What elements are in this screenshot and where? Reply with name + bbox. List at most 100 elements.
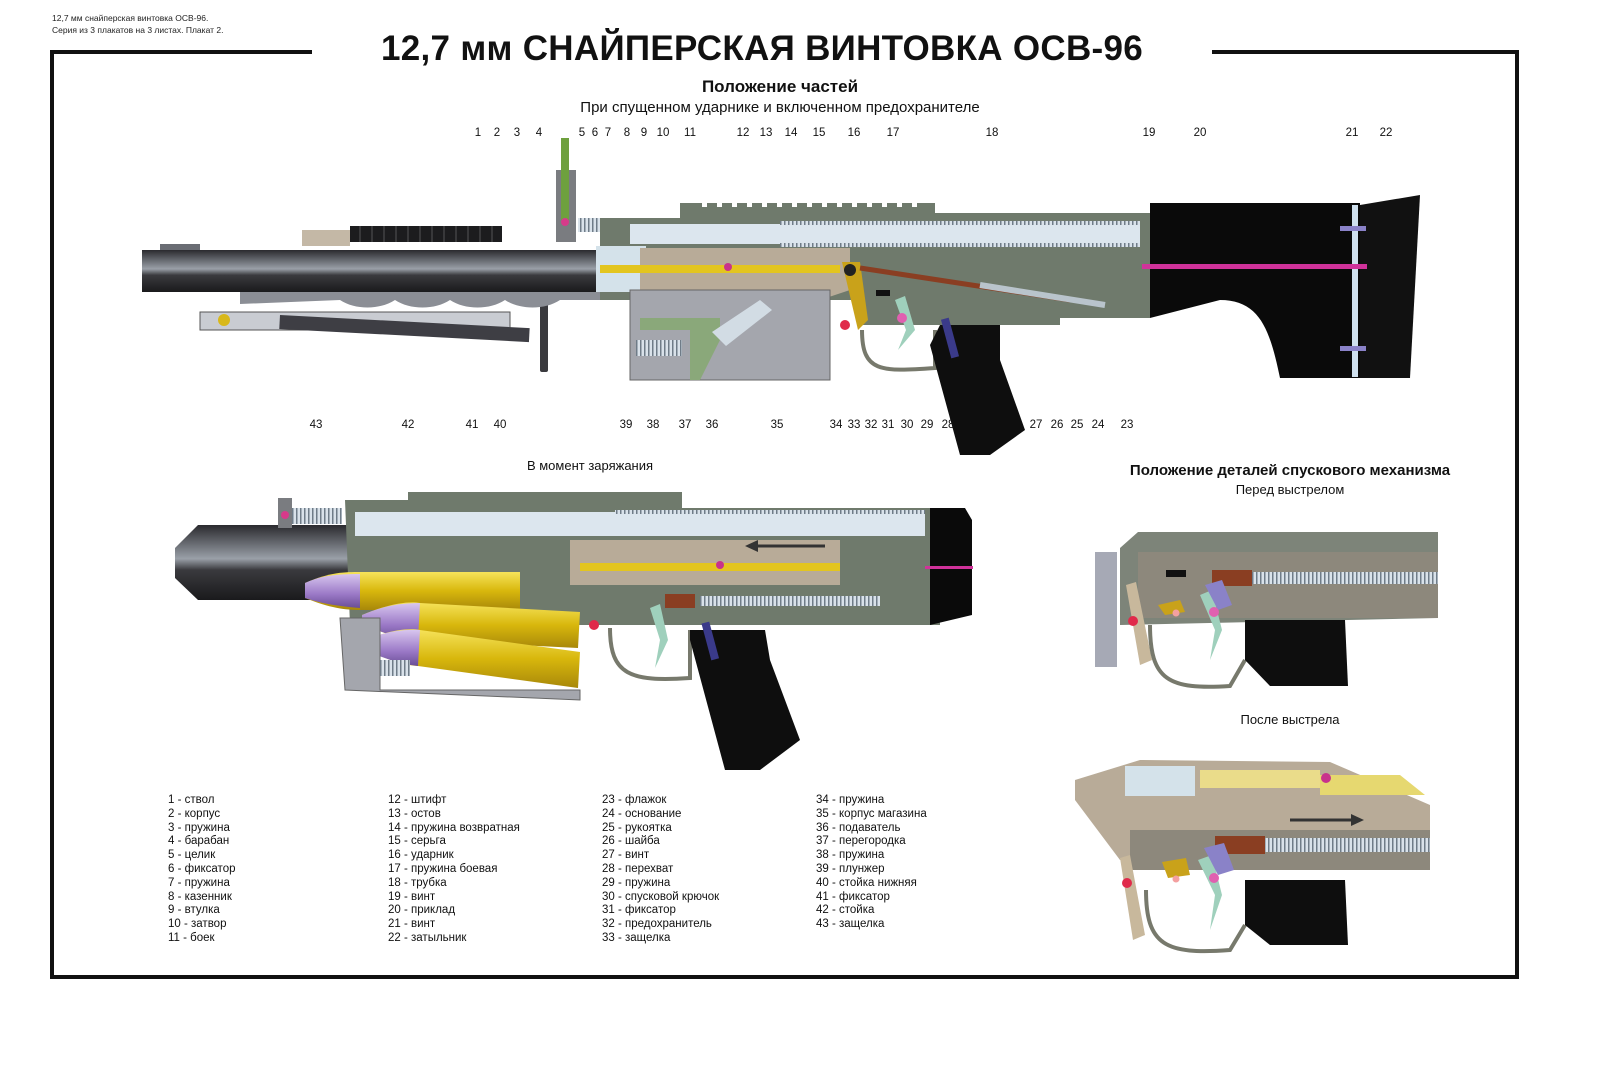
main-diagram-subheading: При спущенном ударнике и включенном пред… xyxy=(580,99,980,116)
series-note-line2: Серия из 3 плакатов на 3 листах. Плакат … xyxy=(52,25,224,35)
callout-number: 39 xyxy=(619,419,633,431)
legend-item: 33 - защелка xyxy=(602,931,671,944)
loading-barrel xyxy=(175,525,350,600)
legend-item: 37 - перегородка xyxy=(816,835,906,848)
legend-item: 15 - серьга xyxy=(388,835,446,848)
callout-number: 22 xyxy=(1379,127,1393,139)
butt-plate xyxy=(1360,195,1420,378)
loading-pistol-grip xyxy=(690,630,800,770)
legend-item: 20 - приклад xyxy=(388,904,456,917)
bolt-carrier xyxy=(640,248,850,300)
legend-item: 18 - трубка xyxy=(388,876,447,889)
legend-item: 22 - затыльник xyxy=(388,931,467,944)
legend-item: 40 - стойка нижняя xyxy=(816,876,917,889)
legend-item: 28 - перехват xyxy=(602,862,674,875)
bipod-foot xyxy=(540,298,548,372)
trigger xyxy=(895,296,915,350)
legend-item: 29 - пружина xyxy=(602,876,671,889)
series-note-line1: 12,7 мм снайперская винтовка ОСВ-96. xyxy=(52,13,209,23)
callout-number: 13 xyxy=(759,127,773,139)
front-mount xyxy=(302,230,350,246)
callout-number: 9 xyxy=(640,127,648,139)
legend-item: 23 - флажок xyxy=(602,794,667,806)
legend-item: 25 - рукоятка xyxy=(602,821,672,834)
legend-item: 43 - защелка xyxy=(816,918,885,931)
callout-number: 20 xyxy=(1193,127,1207,139)
callout-number: 12 xyxy=(736,127,750,139)
barrel-heat-shield xyxy=(350,226,502,242)
legend-item: 24 - основание xyxy=(602,807,682,820)
legend-item: 16 - ударник xyxy=(388,849,454,862)
trigger-guard xyxy=(860,329,937,372)
callout-number: 1 xyxy=(474,127,482,139)
handguard xyxy=(240,290,600,308)
callout-number: 19 xyxy=(1142,127,1156,139)
callout-number: 35 xyxy=(770,419,784,431)
loading-diagram-heading: В момент заряжания xyxy=(526,458,654,473)
callout-number: 34 xyxy=(829,419,843,431)
legend-column-2: 12 - штифт 13 - остов 14 - пружина возвр… xyxy=(388,794,520,946)
callout-number: 36 xyxy=(705,419,719,431)
legend-item: 3 - пружина xyxy=(168,821,230,834)
callout-number: 33 xyxy=(847,419,861,431)
legend-item: 12 - штифт xyxy=(388,794,447,806)
follower xyxy=(712,300,772,346)
legend-item: 41 - фиксатор xyxy=(816,890,890,903)
stock-screw xyxy=(1142,264,1367,269)
before-pistol-grip xyxy=(1245,620,1348,686)
callout-number: 32 xyxy=(864,419,878,431)
title-frame-gap xyxy=(312,40,1212,62)
callout-number: 17 xyxy=(886,127,900,139)
legend-item: 7 - пружина xyxy=(168,876,230,889)
legend-item: 19 - винт xyxy=(388,890,436,903)
legend-item: 21 - винт xyxy=(388,918,436,931)
trigger-mechanism-heading: Положение деталей спускового механизма xyxy=(1129,462,1451,479)
legend-item: 17 - пружина боевая xyxy=(388,862,498,875)
legend-item: 2 - корпус xyxy=(168,807,221,820)
callout-number: 38 xyxy=(646,419,660,431)
magazine-spring xyxy=(636,340,682,356)
trigger-after-shot-heading: После выстрела xyxy=(1240,712,1340,727)
callout-number: 11 xyxy=(684,127,696,139)
callout-number: 37 xyxy=(678,419,692,431)
legend-item: 39 - плунжер xyxy=(816,862,885,875)
callout-number: 16 xyxy=(847,127,861,139)
return-spring-channel xyxy=(630,224,1140,244)
callout-number: 5 xyxy=(578,127,586,139)
callout-number: 15 xyxy=(812,127,826,139)
callout-number: 42 xyxy=(401,419,415,431)
trigger-after-diagram xyxy=(1075,760,1430,954)
callout-number: 43 xyxy=(309,419,323,431)
legend-item: 35 - корпус магазина xyxy=(816,807,927,820)
legend-column-1: 1 - ствол 2 - корпус 3 - пружина 4 - бар… xyxy=(168,794,235,946)
callout-number: 6 xyxy=(591,127,599,139)
callout-number: 21 xyxy=(1345,127,1359,139)
callout-number: 3 xyxy=(513,127,521,139)
callout-number: 41 xyxy=(465,419,479,431)
callout-number: 8 xyxy=(623,127,631,139)
callout-number: 40 xyxy=(493,419,507,431)
legend-item: 38 - пружина xyxy=(816,849,885,862)
legend-item: 32 - предохранитель xyxy=(602,918,712,931)
legend-item: 4 - барабан xyxy=(168,835,230,848)
callout-number: 14 xyxy=(784,127,798,139)
rear-sight-blade xyxy=(561,138,569,220)
after-pistol-grip xyxy=(1245,880,1348,945)
callout-number: 31 xyxy=(881,419,895,431)
legend-item: 14 - пружина возвратная xyxy=(388,821,520,834)
cartridges xyxy=(305,572,580,688)
callout-number: 23 xyxy=(1120,419,1134,431)
callout-number: 27 xyxy=(1029,419,1043,431)
barrel xyxy=(142,250,612,292)
legend-column-3: 23 - флажок 24 - основание 25 - рукоятка… xyxy=(602,794,719,946)
callout-number: 29 xyxy=(920,419,934,431)
bipod-latch xyxy=(218,314,230,326)
trigger-before-diagram xyxy=(1095,532,1438,689)
legend-item: 1 - ствол xyxy=(168,794,215,806)
loading-diagram xyxy=(175,492,973,770)
legend-item: 27 - винт xyxy=(602,849,650,862)
callout-number: 26 xyxy=(1050,419,1064,431)
legend-item: 6 - фиксатор xyxy=(168,862,236,875)
callout-number: 4 xyxy=(535,127,543,139)
